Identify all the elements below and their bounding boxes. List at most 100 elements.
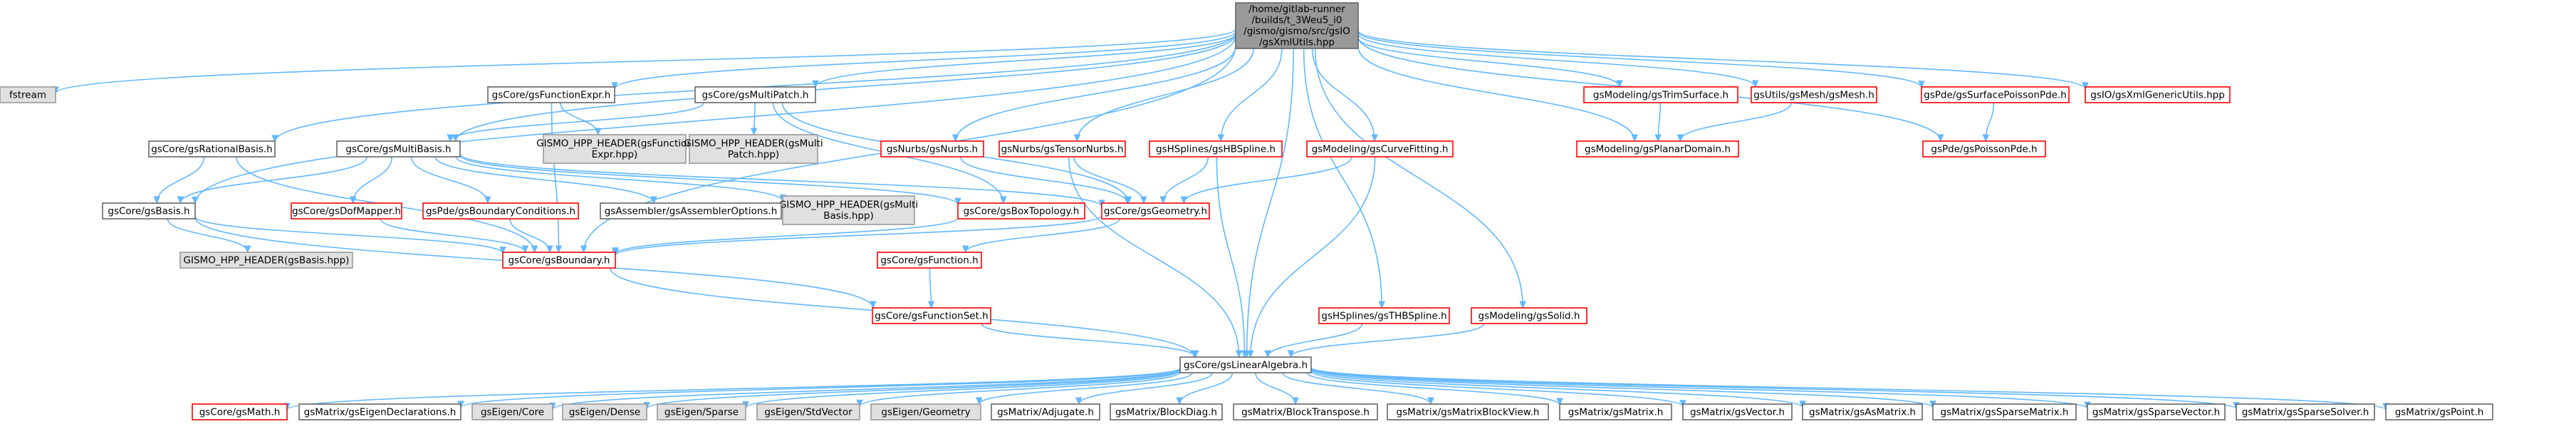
node-sparsevector[interactable]: gsMatrix/gsSparseVector.h — [2087, 403, 2226, 420]
node-hbspline[interactable]: gsHSplines/gsHBSpline.h — [1149, 140, 1283, 158]
node-eigendecl[interactable]: gsMatrix/gsEigenDeclarations.h — [298, 403, 462, 420]
node-geometry[interactable]: gsCore/gsGeometry.h — [1101, 202, 1210, 220]
node-multipatch[interactable]: gsCore/gsMultiPatch.h — [694, 86, 816, 103]
node-sparsesolver[interactable]: gsMatrix/gsSparseSolver.h — [2236, 403, 2375, 420]
node-planardomain[interactable]: gsModeling/gsPlanarDomain.h — [1576, 140, 1739, 158]
node-box — [1802, 403, 1923, 420]
edge-root-to-trimsurface — [1357, 37, 1623, 88]
node-gsvector[interactable]: gsMatrix/gsVector.h — [1682, 403, 1793, 420]
arrowhead — [521, 245, 529, 254]
node-poissonpde[interactable]: gsPde/gsPoissonPde.h — [1922, 140, 2046, 158]
arrowhead — [153, 196, 160, 205]
arrowhead — [1217, 134, 1225, 143]
arrowhead — [1519, 301, 1526, 309]
node-label: gsMatrix/gsAsMatrix.h — [1809, 406, 1916, 418]
node-adjugate[interactable]: gsMatrix/Adjugate.h — [991, 403, 1100, 420]
edge-line — [1306, 372, 1560, 406]
node-box — [657, 403, 746, 420]
arrowhead — [1000, 196, 1007, 205]
node-label: gsEigen/StdVector — [764, 406, 852, 418]
node-gsmesh[interactable]: gsUtils/gsMesh/gsMesh.h — [1751, 86, 1877, 103]
node-thbspline[interactable]: gsHSplines/gsTHBSpline.h — [1318, 307, 1450, 324]
node-box — [1471, 307, 1587, 324]
edge-multibasis-to-pdebc — [410, 156, 491, 205]
edge-line — [1311, 48, 1375, 142]
edge-multibasis-to-dofmapper — [349, 156, 393, 205]
node-solid[interactable]: gsModeling/gsSolid.h — [1471, 307, 1587, 324]
node-xmlgeneric[interactable]: gsIO/gsXmlGenericUtils.hpp — [2085, 86, 2231, 103]
node-label: gsEigen/Dense — [569, 406, 640, 418]
edge-curvefitting-to-geometry — [1180, 156, 1352, 205]
node-label: gsHSplines/gsTHBSpline.h — [1321, 310, 1446, 321]
node-blockdiag[interactable]: gsMatrix/BlockDiag.h — [1110, 403, 1223, 420]
node-label: gsModeling/gsCurveFitting.h — [1312, 143, 1449, 155]
node-pdebc[interactable]: gsPde/gsBoundaryConditions.h — [422, 202, 579, 220]
node-surfpoisson[interactable]: gsPde/gsSurfacePoissonPde.h — [1921, 86, 2070, 103]
edge-line — [1220, 48, 1283, 142]
node-eigengeom: gsEigen/Geometry — [870, 403, 981, 420]
node-label: gsNurbs/gsTensorNurbs.h — [1001, 143, 1124, 155]
node-basis[interactable]: gsCore/gsBasis.h — [102, 202, 196, 220]
edge-root-to-fstream — [52, 29, 1236, 95]
edge-linalg-to-eigenstdvec — [856, 371, 1181, 408]
arrowhead — [244, 245, 251, 254]
arrowhead — [1371, 134, 1378, 143]
edge-root-to-curvefitting — [1311, 48, 1378, 143]
edge-multibasis-to-boxtopo — [459, 155, 961, 206]
node-math[interactable]: gsCore/gsMath.h — [192, 403, 288, 420]
node-tensornurbs[interactable]: gsNurbs/gsTensorNurbs.h — [998, 140, 1126, 158]
node-boxtopo[interactable]: gsCore/gsBoxTopology.h — [957, 202, 1085, 220]
node-asmatrix[interactable]: gsMatrix/gsAsMatrix.h — [1802, 403, 1923, 420]
node-root: /home/gitlab-runner/builds/t_3Weu5_i0/gi… — [1235, 2, 1359, 49]
node-nurbs[interactable]: gsNurbs/gsNurbs.h — [880, 140, 984, 158]
node-label: GISMO_HPP_HEADER(gsMulti — [779, 200, 918, 211]
node-label: gsMatrix/gsMatrix.h — [1568, 406, 1664, 418]
edge-line — [815, 33, 1236, 88]
node-multibasis[interactable]: gsCore/gsMultiBasis.h — [336, 140, 461, 158]
node-label: gsMatrix/gsSparseVector.h — [2092, 406, 2220, 418]
node-linalg[interactable]: gsCore/gsLinearAlgebra.h — [1179, 356, 1312, 373]
arrowhead — [954, 197, 961, 206]
edge-tensornurbs-to-linalg — [1068, 156, 1243, 358]
node-trimsurface[interactable]: gsModeling/gsTrimSurface.h — [1583, 86, 1738, 103]
node-function[interactable]: gsCore/gsFunction.h — [877, 252, 982, 269]
arrowhead — [555, 245, 563, 254]
node-label: gsMatrix/gsPoint.h — [2395, 406, 2484, 418]
node-dofmapper[interactable]: gsCore/gsDofMapper.h — [291, 202, 402, 220]
node-funcexpr[interactable]: gsCore/gsFunctionExpr.h — [487, 86, 615, 103]
node-gsmatrix[interactable]: gsMatrix/gsMatrix.h — [1559, 403, 1672, 420]
node-box — [756, 403, 860, 420]
edge-line — [959, 156, 1128, 204]
node-box — [998, 140, 1126, 158]
node-box — [877, 252, 982, 269]
edge-line — [1310, 371, 1684, 408]
node-box — [1101, 202, 1210, 220]
node-gspoint[interactable]: gsMatrix/gsPoint.h — [2385, 403, 2493, 420]
edge-rational-to-basis — [153, 156, 205, 205]
edge-line — [551, 102, 560, 253]
node-boundary[interactable]: gsCore/gsBoundary.h — [502, 252, 616, 269]
edge-line — [646, 369, 1181, 410]
edge-line — [954, 46, 1236, 142]
edge-line — [1314, 48, 1523, 309]
node-sparsematrix[interactable]: gsMatrix/gsSparseMatrix.h — [1932, 403, 2077, 420]
node-functionset[interactable]: gsCore/gsFunctionSet.h — [872, 307, 991, 324]
node-box — [1922, 140, 2046, 158]
node-box — [148, 140, 276, 158]
arrowhead — [1235, 350, 1243, 358]
node-label: gsCore/gsRationalBasis.h — [151, 143, 272, 155]
node-label: gsEigen/Sparse — [664, 406, 739, 418]
arrowhead — [976, 397, 983, 406]
node-matblockview[interactable]: gsMatrix/gsMatrixBlockView.h — [1387, 403, 1549, 420]
edge-line — [1310, 367, 2237, 410]
edge-dofmapper-to-boundary — [380, 218, 529, 254]
node-rational[interactable]: gsCore/gsRationalBasis.h — [148, 140, 276, 158]
node-blocktranspose[interactable]: gsMatrix/BlockTranspose.h — [1233, 403, 1378, 420]
arrowhead — [484, 196, 491, 205]
arrowhead — [1751, 80, 1759, 88]
arrowhead — [1075, 397, 1083, 406]
node-curvefitting[interactable]: gsModeling/gsCurveFitting.h — [1306, 140, 1454, 158]
arrowhead — [1631, 134, 1639, 143]
edge-hbspline-to-linalg — [1216, 156, 1248, 358]
node-assembleropts[interactable]: gsAssembler/gsAssemblerOptions.h — [600, 202, 782, 220]
